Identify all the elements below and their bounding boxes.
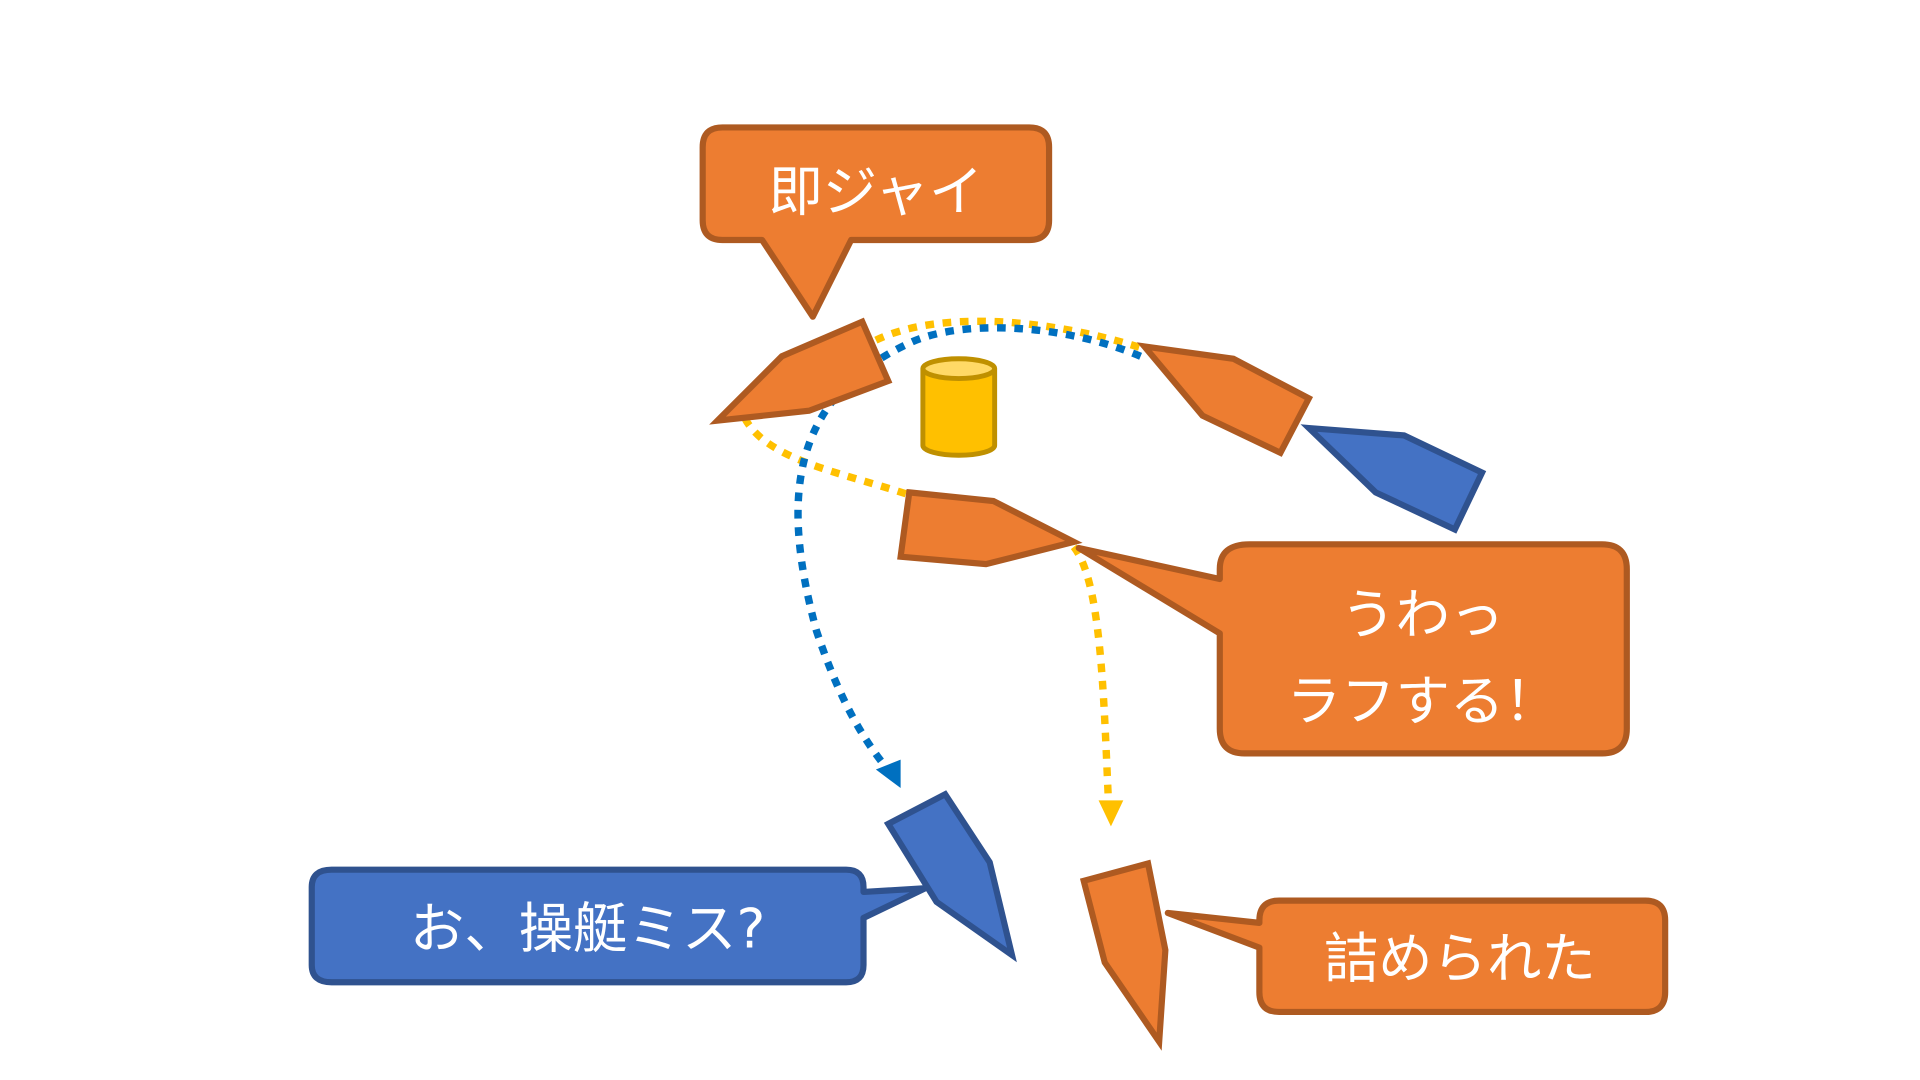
yellow-course-path-down: [1070, 544, 1113, 802]
callout-luff: うわっ ラフする！: [1075, 541, 1630, 757]
blue-arrowhead: [875, 759, 901, 789]
yellow-course-path-top: [874, 317, 1146, 353]
blue-boat-icon: [883, 790, 1017, 963]
yellow-course-path: [741, 416, 911, 499]
buoy-icon: [920, 356, 998, 458]
yellow-arrowhead: [1098, 800, 1124, 827]
orange-boat-icon: [897, 488, 1083, 568]
orange-boat-icon: [709, 317, 893, 425]
callout-luff-line1: うわっ: [1341, 582, 1504, 646]
callout-steering-mistake: お、操艇ミス?: [308, 866, 929, 986]
orange-boat-icon: [1136, 342, 1314, 457]
callout-immediate-jibe-text: 即ジャイ: [768, 159, 983, 223]
callout-squeezed-text: 詰められた: [1324, 926, 1596, 990]
orange-boat-icon: [1079, 859, 1169, 1051]
callout-luff-line2: ラフする！: [1287, 669, 1559, 733]
callout-steering-mistake-text: お、操艇ミス?: [410, 897, 765, 961]
blue-boat-icon: [1300, 424, 1487, 534]
blue-course-path: [794, 324, 1143, 770]
callout-squeezed: 詰められた: [1164, 897, 1669, 1016]
callout-immediate-jibe: 即ジャイ: [699, 124, 1053, 320]
